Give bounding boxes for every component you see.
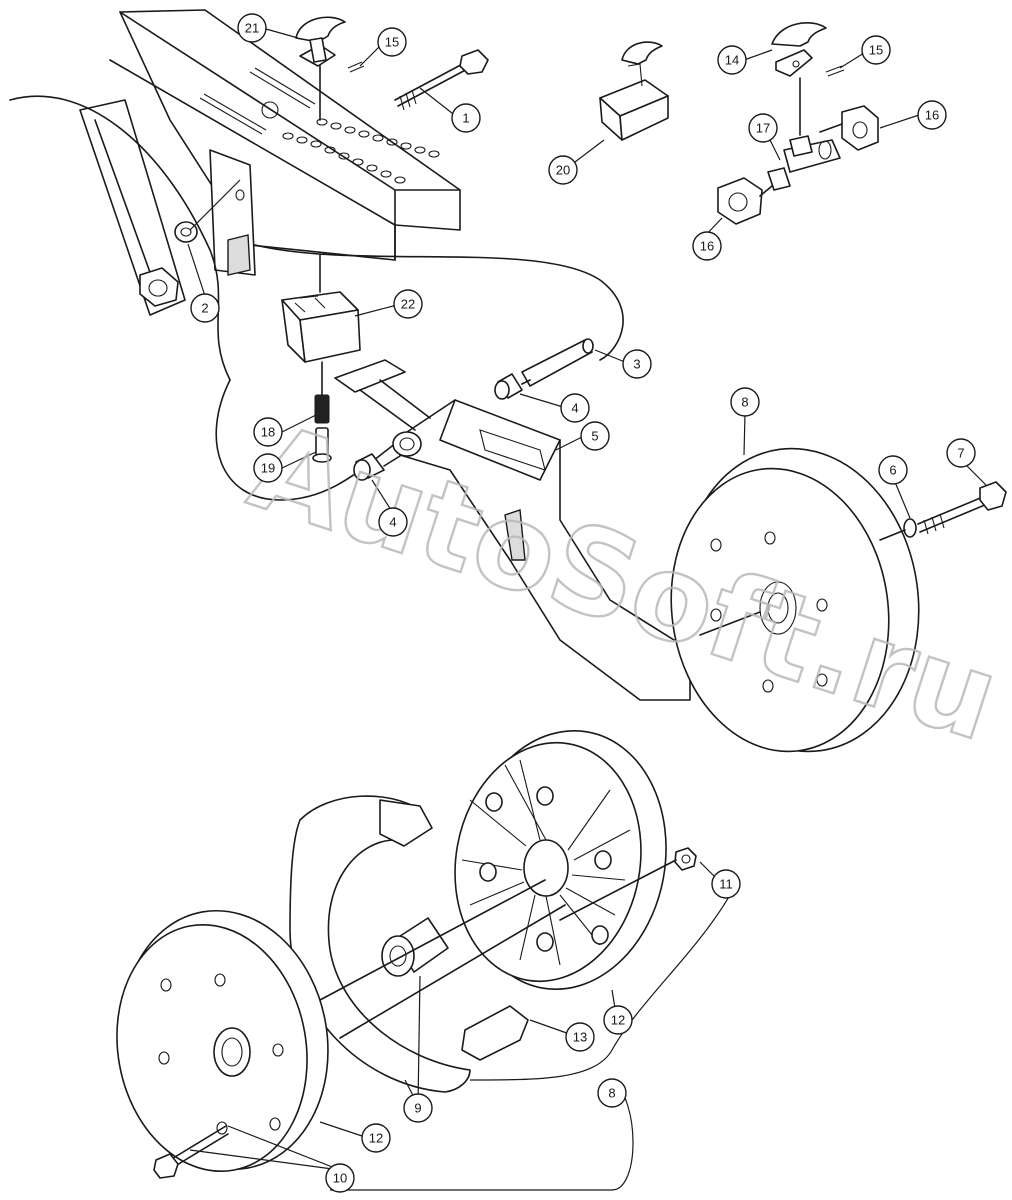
callout-17: 17: [748, 113, 778, 143]
svg-text:16: 16: [700, 239, 714, 254]
callout-15: 15: [377, 27, 407, 57]
pin: [312, 427, 332, 463]
svg-text:7: 7: [957, 446, 964, 461]
svg-text:19: 19: [261, 461, 275, 476]
leader-lines: [187, 28, 987, 1171]
svg-text:8: 8: [608, 1086, 615, 1101]
nut: [674, 847, 697, 871]
svg-text:6: 6: [889, 463, 896, 478]
callout-5: 5: [580, 421, 610, 451]
bushing: [353, 453, 385, 481]
bolt: [394, 49, 489, 111]
callout-6: 6: [878, 455, 908, 485]
svg-text:18: 18: [261, 425, 275, 440]
bearing: [381, 917, 449, 977]
svg-text:11: 11: [719, 877, 733, 892]
callout-4: 4: [560, 393, 590, 423]
callout-9: 9: [403, 1093, 433, 1123]
svg-text:13: 13: [573, 1030, 587, 1045]
callout-20: 20: [548, 155, 578, 185]
washer: [903, 518, 917, 538]
svg-text:21: 21: [245, 21, 259, 36]
svg-text:22: 22: [401, 297, 415, 312]
svg-text:4: 4: [389, 515, 396, 530]
gauge-wheel: [670, 447, 920, 753]
callout-10: 10: [325, 1163, 355, 1193]
bushing: [494, 373, 523, 400]
svg-text:4: 4: [571, 401, 578, 416]
svg-text:15: 15: [385, 35, 399, 50]
callout-8b: 8: [597, 1078, 627, 1108]
callout-1: 1: [451, 103, 481, 133]
svg-text:12: 12: [611, 1013, 625, 1028]
svg-text:1: 1: [462, 111, 469, 126]
tension-arm: [334, 359, 691, 701]
wheel-disc: [116, 909, 329, 1173]
callout-21: 21: [237, 13, 267, 43]
callout-16: 16: [917, 100, 947, 130]
callout-3: 3: [622, 349, 652, 379]
frame-beam: [9, 9, 461, 381]
latch-handle: [295, 16, 346, 121]
callout-12b: 12: [361, 1123, 391, 1153]
wheel-bolt: [917, 481, 1007, 535]
callout-15b: 15: [861, 35, 891, 65]
shaft: [521, 338, 594, 387]
svg-text:3: 3: [633, 357, 640, 372]
svg-text:10: 10: [333, 1171, 347, 1186]
hub-bolt: [153, 1125, 229, 1179]
svg-text:14: 14: [725, 53, 739, 68]
spoked-hub: [454, 730, 667, 990]
callouts: 21 15 1 2 22 20 14 15 16 17 16 3 4 5 18 …: [190, 13, 976, 1193]
callout-13: 13: [565, 1022, 595, 1052]
latch-parts: [717, 22, 879, 225]
latch-assembly: [599, 41, 669, 141]
callout-16b: 16: [692, 231, 722, 261]
callout-4b: 4: [378, 507, 408, 537]
callout-12: 12: [603, 1005, 633, 1035]
svg-text:16: 16: [925, 108, 939, 123]
svg-text:8: 8: [741, 395, 748, 410]
svg-text:9: 9: [414, 1101, 421, 1116]
callout-11: 11: [711, 869, 741, 899]
callout-8: 8: [730, 387, 760, 417]
latch-block: [281, 291, 361, 363]
callout-19: 19: [253, 453, 283, 483]
svg-text:12: 12: [369, 1131, 383, 1146]
svg-text:17: 17: [756, 121, 770, 136]
svg-text:5: 5: [591, 429, 598, 444]
callout-22: 22: [393, 289, 423, 319]
svg-text:20: 20: [556, 163, 570, 178]
hex-nut: [139, 267, 179, 307]
callout-14: 14: [717, 45, 747, 75]
flange-nut: [174, 221, 198, 243]
svg-text:2: 2: [201, 301, 208, 316]
callout-7: 7: [946, 438, 976, 468]
callout-2: 2: [190, 293, 220, 323]
callout-18: 18: [253, 417, 283, 447]
svg-text:15: 15: [869, 43, 883, 58]
